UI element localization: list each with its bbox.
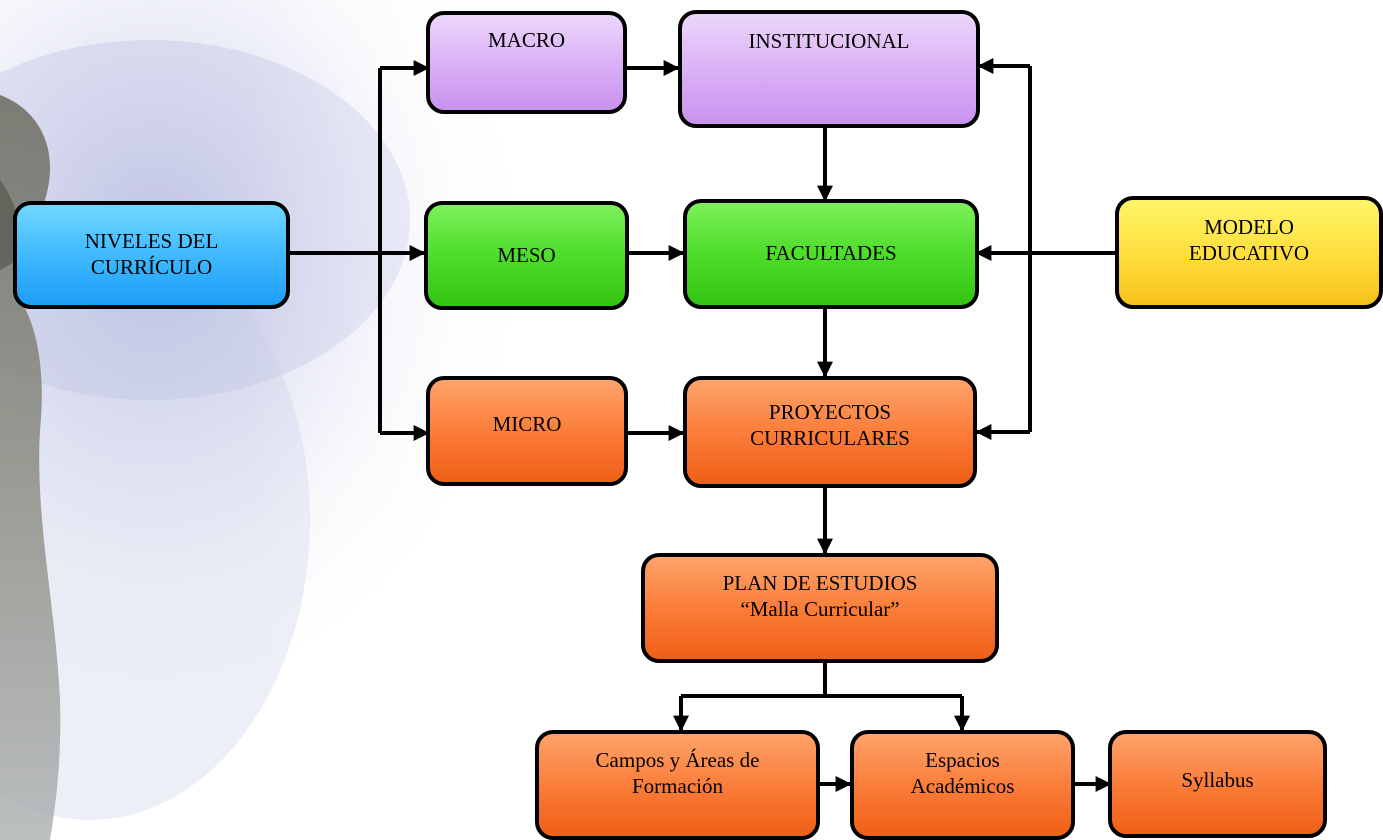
plan-branch-line [681,660,827,698]
proyectos-label-line1: PROYECTOS [768,400,892,425]
meso-label: MESO [497,242,556,267]
meso-box: MESO [424,201,629,310]
micro-label: MICRO [492,412,562,437]
plan-label-line2: “Malla Curricular” [740,597,900,621]
institucional-box: INSTITUCIONAL [678,10,980,128]
espacios-label-line2: Académicos [910,774,1015,798]
modelo-educativo-box: MODELO EDUCATIVO [1115,196,1383,309]
syllabus-label: Syllabus [1181,768,1254,793]
modelo-label-line2: EDUCATIVO [1188,240,1310,265]
niveles-del-curriculo-box: NIVELES DEL CURRÍCULO [13,201,290,309]
proyectos-curriculares-box: PROYECTOS CURRICULARES [683,376,977,488]
campos-areas-box: Campos y Áreas de Formación [535,730,820,840]
niveles-label-line2: CURRÍCULO [90,255,213,279]
espacios-label-line1: Espacios [925,748,1000,773]
modelo-label-line1: MODELO [1204,214,1294,239]
niveles-label-line1: NIVELES DEL [84,229,219,254]
plan-label-line1: PLAN DE ESTUDIOS [722,571,918,596]
plan-de-estudios-box: PLAN DE ESTUDIOS “Malla Curricular” [641,553,999,663]
syllabus-box: Syllabus [1108,730,1327,838]
macro-box: MACRO [426,11,627,114]
institucional-label: INSTITUCIONAL [748,29,910,54]
proyectos-label-line2: CURRICULARES [750,426,910,450]
micro-box: MICRO [426,376,628,486]
facultades-label: FACULTADES [765,241,897,266]
campos-label-line2: Formación [632,774,723,798]
espacios-academicos-box: Espacios Académicos [850,730,1075,840]
macro-label: MACRO [487,27,566,52]
campos-label-line1: Campos y Áreas de [595,748,760,773]
facultades-box: FACULTADES [683,199,979,309]
